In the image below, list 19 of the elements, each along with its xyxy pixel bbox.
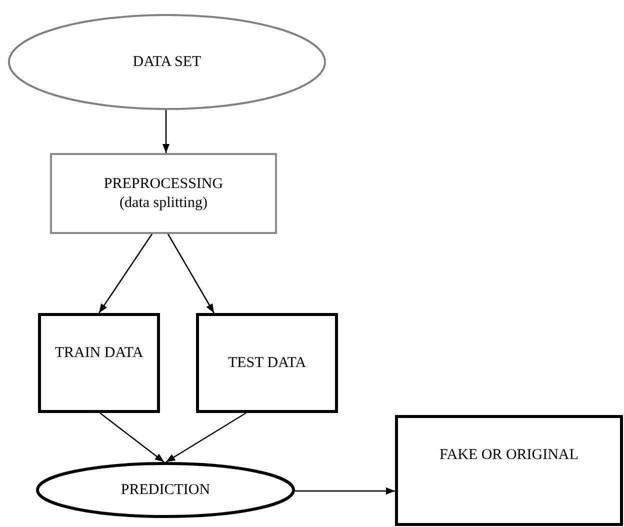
process-ellipse bbox=[36, 462, 295, 518]
node-label: DATA SET bbox=[132, 52, 202, 72]
node-label: PREDICTION bbox=[120, 480, 210, 500]
arrow bbox=[162, 110, 170, 153]
output-box bbox=[395, 415, 623, 526]
node-label: (data splitting) bbox=[120, 194, 208, 212]
process-box bbox=[196, 313, 338, 413]
node-label: FAKE OR ORIGINAL bbox=[440, 446, 578, 465]
node-label: TEST DATA bbox=[228, 354, 306, 372]
process-box bbox=[38, 313, 160, 413]
arrow bbox=[98, 234, 153, 314]
process-box bbox=[50, 153, 277, 234]
start-ellipse bbox=[8, 14, 326, 110]
arrow bbox=[295, 487, 395, 495]
node-label: PREPROCESSING bbox=[104, 174, 224, 194]
arrow bbox=[100, 412, 164, 463]
arrow bbox=[167, 234, 215, 314]
node-label: TRAIN DATA bbox=[54, 344, 144, 363]
arrow bbox=[166, 412, 246, 463]
